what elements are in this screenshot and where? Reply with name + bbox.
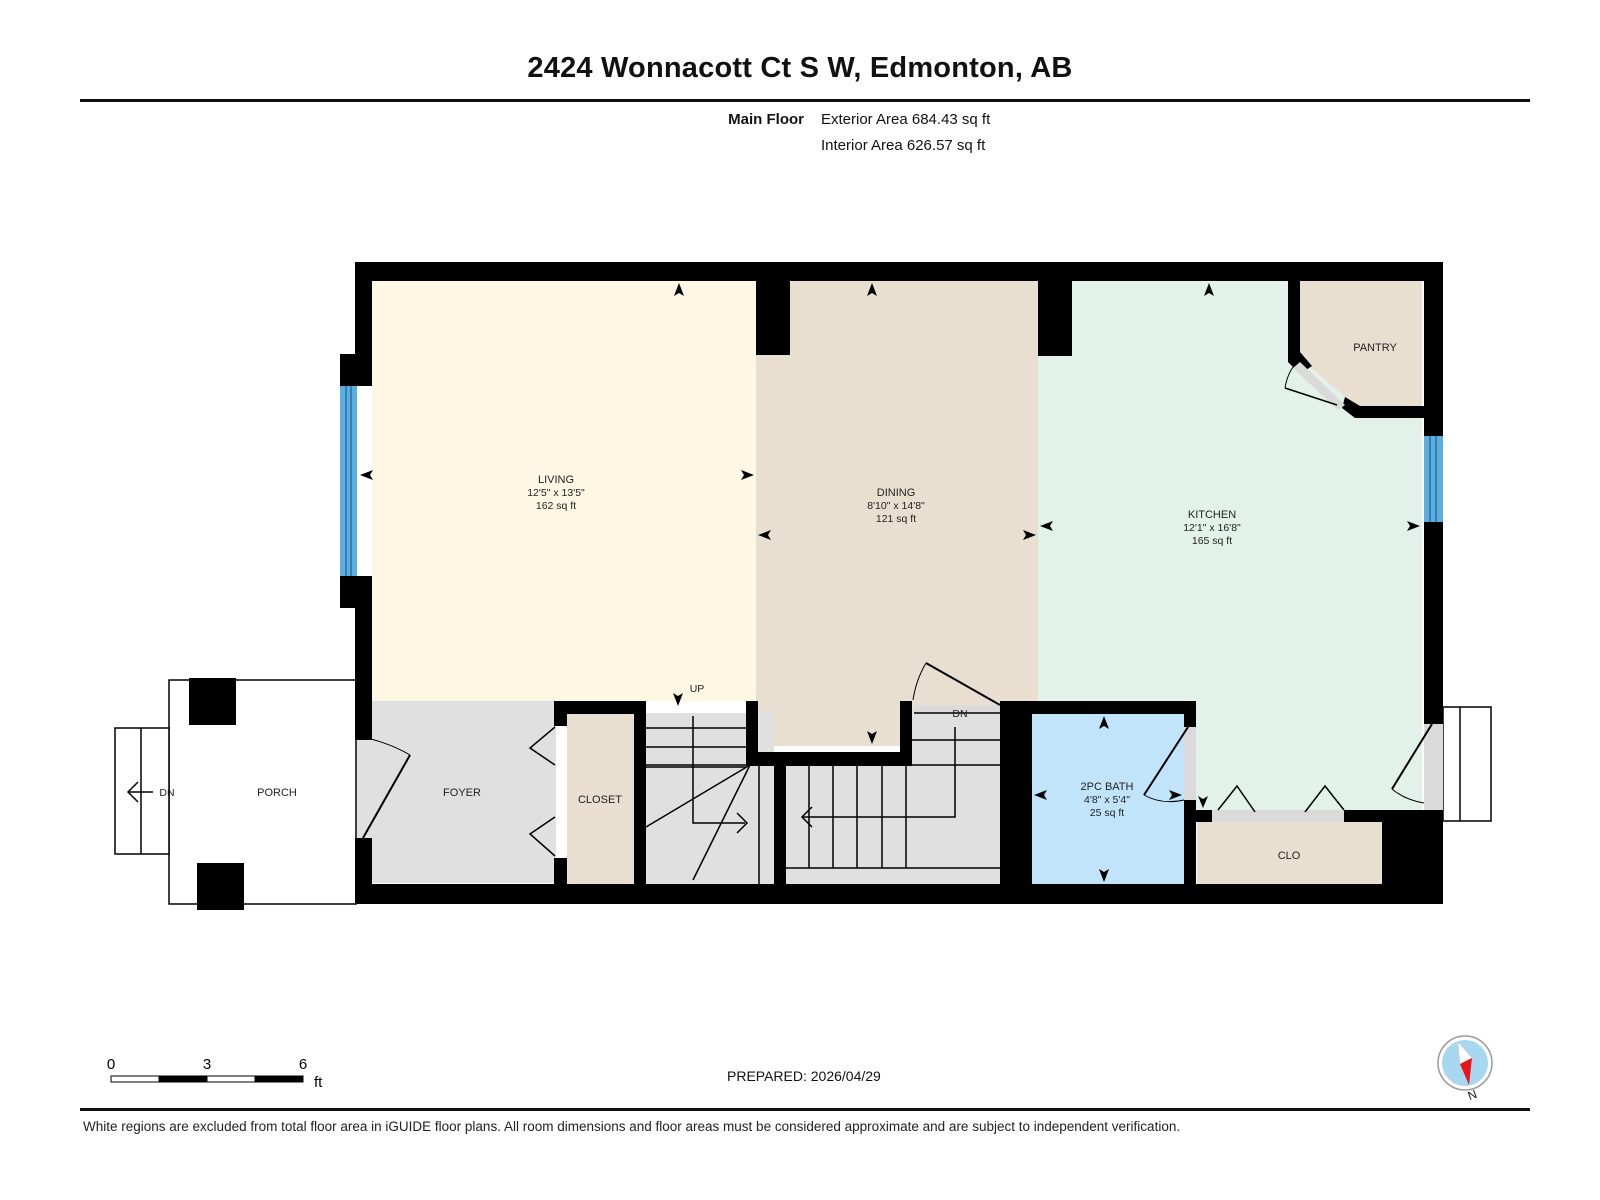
stair-up-label: UP — [690, 683, 705, 695]
bath-label: 2PC BATH — [1081, 781, 1134, 793]
kitchen-label: KITCHEN — [1188, 509, 1236, 521]
header-divider — [80, 99, 1530, 102]
stair-down-label: DN — [952, 708, 967, 720]
clo-area[interactable] — [1197, 822, 1382, 884]
living-label: LIVING — [538, 474, 574, 486]
dining-room-area[interactable] — [756, 281, 1038, 746]
dining-area: 121 sq ft — [876, 513, 916, 525]
kitchen-area: 165 sq ft — [1192, 535, 1232, 547]
bath-area[interactable] — [1032, 714, 1184, 884]
prepared-date: PREPARED: 2026/04/29 — [727, 1068, 881, 1084]
scale-tick-3: 3 — [203, 1056, 211, 1073]
windows — [340, 386, 1443, 576]
dimension-arrows — [360, 283, 1420, 882]
page-title: 2424 Wonnacott Ct S W, Edmonton, AB — [527, 52, 1073, 84]
porch-details — [114, 678, 1492, 910]
disclaimer: White regions are excluded from total fl… — [83, 1119, 1181, 1134]
compass-icon — [1437, 1035, 1493, 1091]
scale-tick-0: 0 — [107, 1056, 115, 1073]
stairs — [645, 712, 1000, 884]
scale-tick-6: 6 — [299, 1056, 307, 1073]
window-living — [340, 386, 357, 576]
stair-down-area[interactable] — [786, 766, 1012, 884]
foyer-area[interactable] — [372, 701, 556, 883]
pantry-area[interactable] — [1300, 281, 1422, 411]
bath-dims: 4'8" x 5'4" — [1084, 794, 1130, 806]
closet-label: CLOSET — [578, 794, 622, 806]
doors — [357, 361, 1443, 857]
pantry-label: PANTRY — [1353, 342, 1397, 354]
dining-dims: 8'10" x 14'8" — [867, 500, 925, 512]
interior-area: Interior Area 626.57 sq ft — [821, 137, 986, 154]
kitchen-dims: 12'1" x 16'8" — [1183, 522, 1241, 534]
bath-area: 25 sq ft — [1090, 807, 1125, 819]
living-area: 162 sq ft — [536, 500, 576, 512]
dining-label: DINING — [877, 487, 916, 499]
clo-label: CLO — [1278, 850, 1301, 862]
porch-steps-label: DN — [159, 787, 174, 799]
room-labels: LIVING 12'5" x 13'5" 162 sq ft DINING 8'… — [159, 342, 1397, 862]
scale-bar: 0 3 6 ft — [107, 1056, 323, 1091]
scale-unit: ft — [314, 1074, 323, 1091]
window-kitchen — [1424, 436, 1443, 522]
living-dims: 12'5" x 13'5" — [527, 487, 585, 499]
living-room-area[interactable] — [372, 281, 756, 701]
exterior-area: Exterior Area 684.43 sq ft — [821, 111, 991, 128]
closet-area[interactable] — [567, 714, 634, 884]
foyer-label: FOYER — [443, 787, 481, 799]
room-fills — [168, 281, 1422, 905]
footer-divider — [80, 1108, 1530, 1111]
floor-name: Main Floor — [728, 111, 804, 128]
porch-label: PORCH — [257, 787, 297, 799]
